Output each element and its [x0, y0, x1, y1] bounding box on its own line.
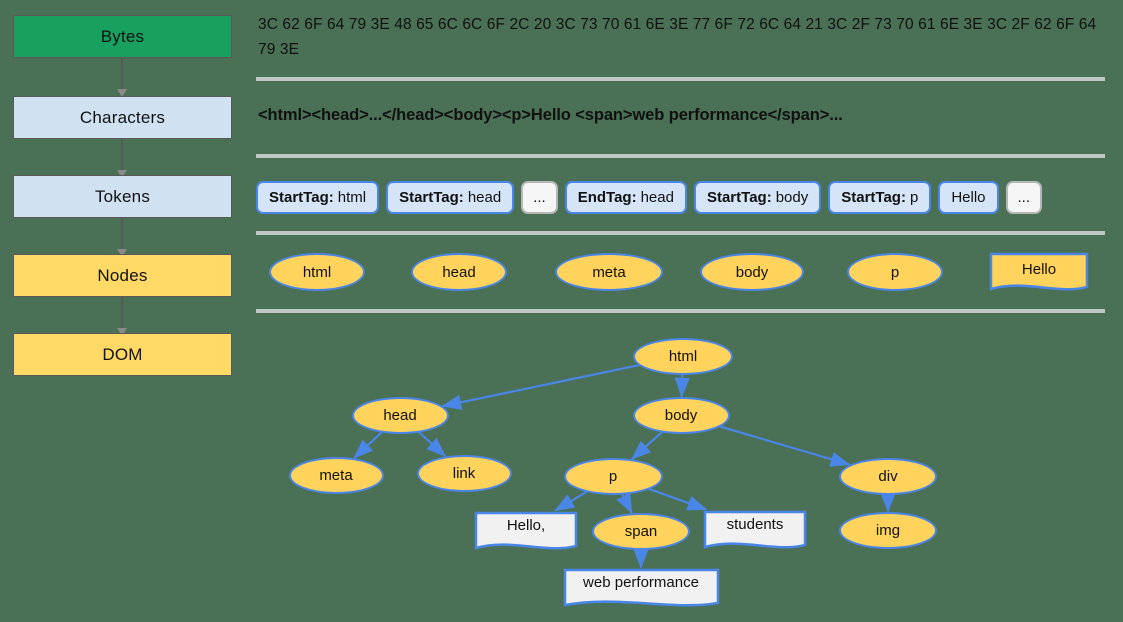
bytes-hex-text: 3C 62 6F 64 79 3E 48 65 6C 6C 6F 2C 20 3… — [258, 16, 1097, 58]
pipeline-arrow-bytes-to-characters — [117, 58, 127, 97]
tree-text-node-webperf: web performance — [563, 568, 720, 607]
section-divider-2 — [256, 154, 1105, 158]
tree-node-label: head — [383, 406, 417, 424]
token-kind: StartTag: — [706, 189, 772, 206]
node-label: p — [890, 263, 900, 281]
token-value: head — [467, 189, 502, 206]
token-chip: Hello — [938, 181, 999, 214]
pipeline-arrow-nodes-to-dom — [117, 297, 127, 336]
tree-edge-body-to-div — [719, 425, 851, 467]
token-chip: ... — [521, 181, 558, 214]
tree-node-label: meta — [319, 466, 353, 484]
tree-element-node-body: body — [632, 396, 730, 434]
pipeline-stage-dom: DOM — [13, 333, 232, 376]
tree-element-node-head: head — [351, 396, 449, 434]
token-value: ... — [1017, 189, 1031, 206]
section-divider-1 — [256, 77, 1105, 81]
tree-element-node-link: link — [416, 454, 512, 492]
section-divider-3 — [256, 231, 1105, 235]
token-chip: StartTag:head — [386, 181, 515, 214]
tree-node-label: link — [452, 464, 476, 482]
tree-text-node-students: students — [703, 510, 807, 549]
pipeline-stage-label: Tokens — [94, 186, 151, 206]
token-chip: StartTag:html — [256, 181, 380, 214]
tree-edge-head-to-link — [418, 431, 447, 457]
section-divider-4 — [256, 309, 1105, 313]
pipeline-stage-label: Bytes — [100, 26, 145, 46]
tree-node-label: Hello, — [506, 517, 546, 534]
tree-element-node-meta: meta — [288, 456, 384, 494]
tree-edge-head-to-meta — [353, 431, 383, 459]
token-value: Hello — [951, 189, 986, 206]
tree-edge-p-to-span — [616, 492, 633, 514]
node-label: Hello — [1021, 261, 1057, 278]
node-row-ellipse-p: p — [847, 253, 943, 291]
token-value: p — [909, 189, 919, 206]
node-label: head — [442, 263, 476, 281]
tree-node-label: span — [624, 522, 658, 540]
tree-element-node-p: p — [563, 457, 663, 495]
token-chip: StartTag:p — [828, 181, 932, 214]
node-row-ellipse-head: head — [411, 253, 507, 291]
tree-edge-html-to-head — [441, 364, 640, 410]
token-value: head — [640, 189, 674, 206]
tree-node-label: students — [726, 516, 784, 533]
node-label: meta — [592, 263, 626, 281]
pipeline-stage-bytes: Bytes — [13, 15, 232, 58]
token-value: html — [337, 189, 367, 206]
node-label: html — [302, 263, 332, 281]
tree-edge-p-to-students — [648, 487, 708, 511]
characters-markup-text: <html><head>...</head><body><p>Hello <sp… — [258, 106, 843, 124]
token-chip: EndTag:head — [564, 181, 687, 214]
token-kind: StartTag: — [399, 189, 464, 206]
pipeline-stage-label: Characters — [79, 107, 166, 127]
token-kind: EndTag: — [577, 189, 637, 206]
pipeline-stage-tokens: Tokens — [13, 175, 232, 218]
pipeline-stage-label: Nodes — [97, 265, 148, 285]
tree-element-node-span: span — [592, 512, 690, 550]
node-row-ellipse-html: html — [269, 253, 365, 291]
node-row-ellipse-body: body — [700, 253, 804, 291]
node-row-ellipse-meta: meta — [555, 253, 663, 291]
tree-edge-html-to-body — [674, 374, 690, 398]
tree-node-label: html — [668, 347, 698, 365]
tree-node-label: web performance — [583, 574, 699, 591]
tree-node-label: img — [875, 521, 901, 539]
token-kind: StartTag: — [269, 189, 334, 206]
token-value: body — [775, 189, 809, 206]
tree-element-node-html: html — [633, 337, 733, 375]
node-label: body — [735, 263, 769, 281]
token-chip: ... — [1005, 181, 1043, 214]
tree-edge-body-to-p — [631, 431, 663, 460]
tree-element-node-div: div — [839, 457, 937, 495]
token-value: ... — [533, 189, 546, 206]
tree-text-node-hello: Hello, — [474, 511, 578, 550]
tree-edge-p-to-hello — [554, 490, 588, 512]
tree-element-node-img: img — [839, 511, 937, 549]
tree-node-label: body — [664, 406, 698, 424]
tree-node-label: div — [878, 467, 898, 485]
pipeline-arrow-characters-to-tokens — [117, 139, 127, 178]
token-kind: StartTag: — [841, 189, 906, 206]
tree-node-label: p — [608, 467, 618, 485]
pipeline-arrow-tokens-to-nodes — [117, 218, 127, 257]
node-row-document-hello: Hello — [989, 252, 1089, 292]
pipeline-stage-characters: Characters — [13, 96, 232, 139]
token-chip: StartTag:body — [693, 181, 822, 214]
pipeline-stage-label: DOM — [102, 344, 143, 364]
pipeline-stage-nodes: Nodes — [13, 254, 232, 297]
